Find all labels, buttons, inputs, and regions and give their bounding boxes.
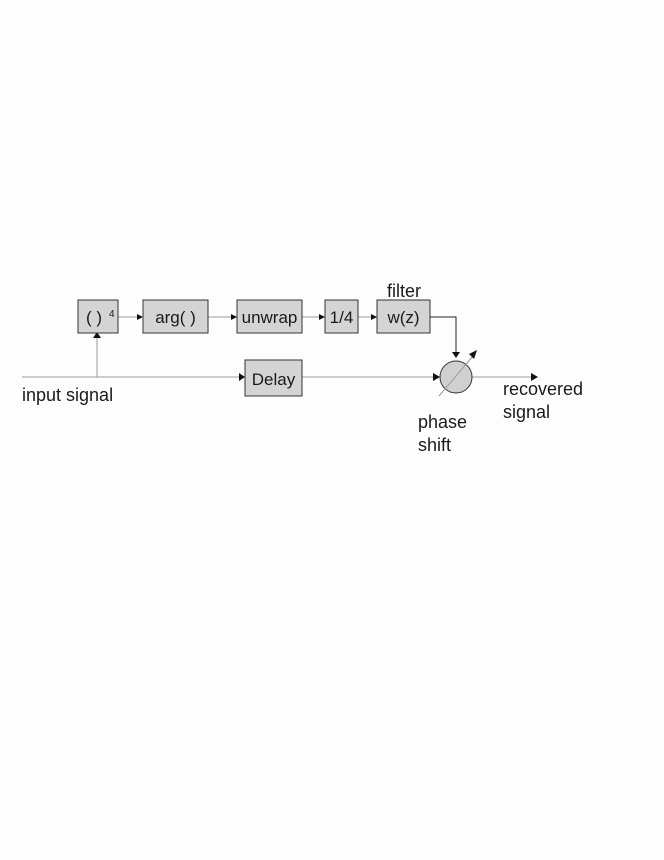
unwrap-label: unwrap (242, 308, 298, 327)
filter-label: w(z) (386, 308, 419, 327)
arrowhead-output (531, 373, 538, 381)
arrowhead-arg-in (137, 314, 143, 320)
phase-shifter-circle (439, 360, 473, 394)
phase-shift-diagonal (438, 355, 474, 397)
arrowhead-control-in (452, 352, 460, 358)
filter-block: w(z) (376, 299, 431, 334)
power-block: ( ) 4 (77, 299, 119, 334)
unwrap-block: unwrap (236, 299, 303, 334)
arg-label: arg( ) (155, 308, 196, 327)
input-signal-label: input signal (22, 385, 113, 405)
filter-caption: filter (387, 281, 421, 301)
signal-label: signal (503, 402, 550, 422)
phase-label: phase (418, 412, 467, 432)
power-exponent: 4 (109, 309, 115, 320)
arrowhead-filter-in (371, 314, 377, 320)
delay-label: Delay (252, 370, 296, 389)
quarter-block: 1/4 (324, 299, 359, 334)
shift-label: shift (418, 435, 451, 455)
arrowhead-shifter-in (433, 373, 440, 381)
recovered-label: recovered (503, 379, 583, 399)
phase-shift-arrowhead (469, 350, 477, 359)
wire-filter-control (430, 316, 457, 353)
arrowhead-quarter-in (319, 314, 325, 320)
arrowhead-power-in (93, 332, 101, 338)
arrowhead-delay-in (239, 373, 245, 381)
quarter-label: 1/4 (330, 308, 354, 327)
delay-block: Delay (244, 359, 303, 397)
power-label: ( ) (86, 308, 102, 327)
arg-block: arg( ) (142, 299, 209, 334)
arrowhead-unwrap-in (231, 314, 237, 320)
